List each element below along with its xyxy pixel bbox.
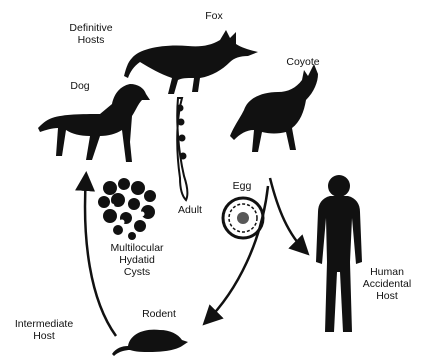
egg-label: Egg	[224, 180, 260, 192]
coyote-icon	[230, 64, 318, 152]
dog-icon	[38, 84, 150, 162]
dog-label: Dog	[60, 80, 100, 92]
rodent-icon	[112, 330, 188, 356]
cysts-label: Multilocular Hydatid Cysts	[94, 242, 180, 278]
human-label: Human Accidental Host	[354, 266, 420, 302]
adult-label: Adult	[168, 204, 212, 216]
egg-icon	[223, 198, 263, 238]
tapeworm-adult-icon	[177, 98, 187, 200]
human-icon	[316, 175, 362, 332]
fox-icon	[124, 30, 258, 94]
fox-label: Fox	[196, 10, 232, 22]
definitive-hosts-label: Definitive Hosts	[50, 22, 132, 46]
intermediate-host-label: Intermediate Host	[4, 318, 84, 342]
coyote-label: Coyote	[278, 56, 328, 68]
arrow-egg-to-human	[270, 178, 306, 252]
hydatid-cyst-icon	[98, 178, 156, 240]
rodent-label: Rodent	[134, 308, 184, 320]
